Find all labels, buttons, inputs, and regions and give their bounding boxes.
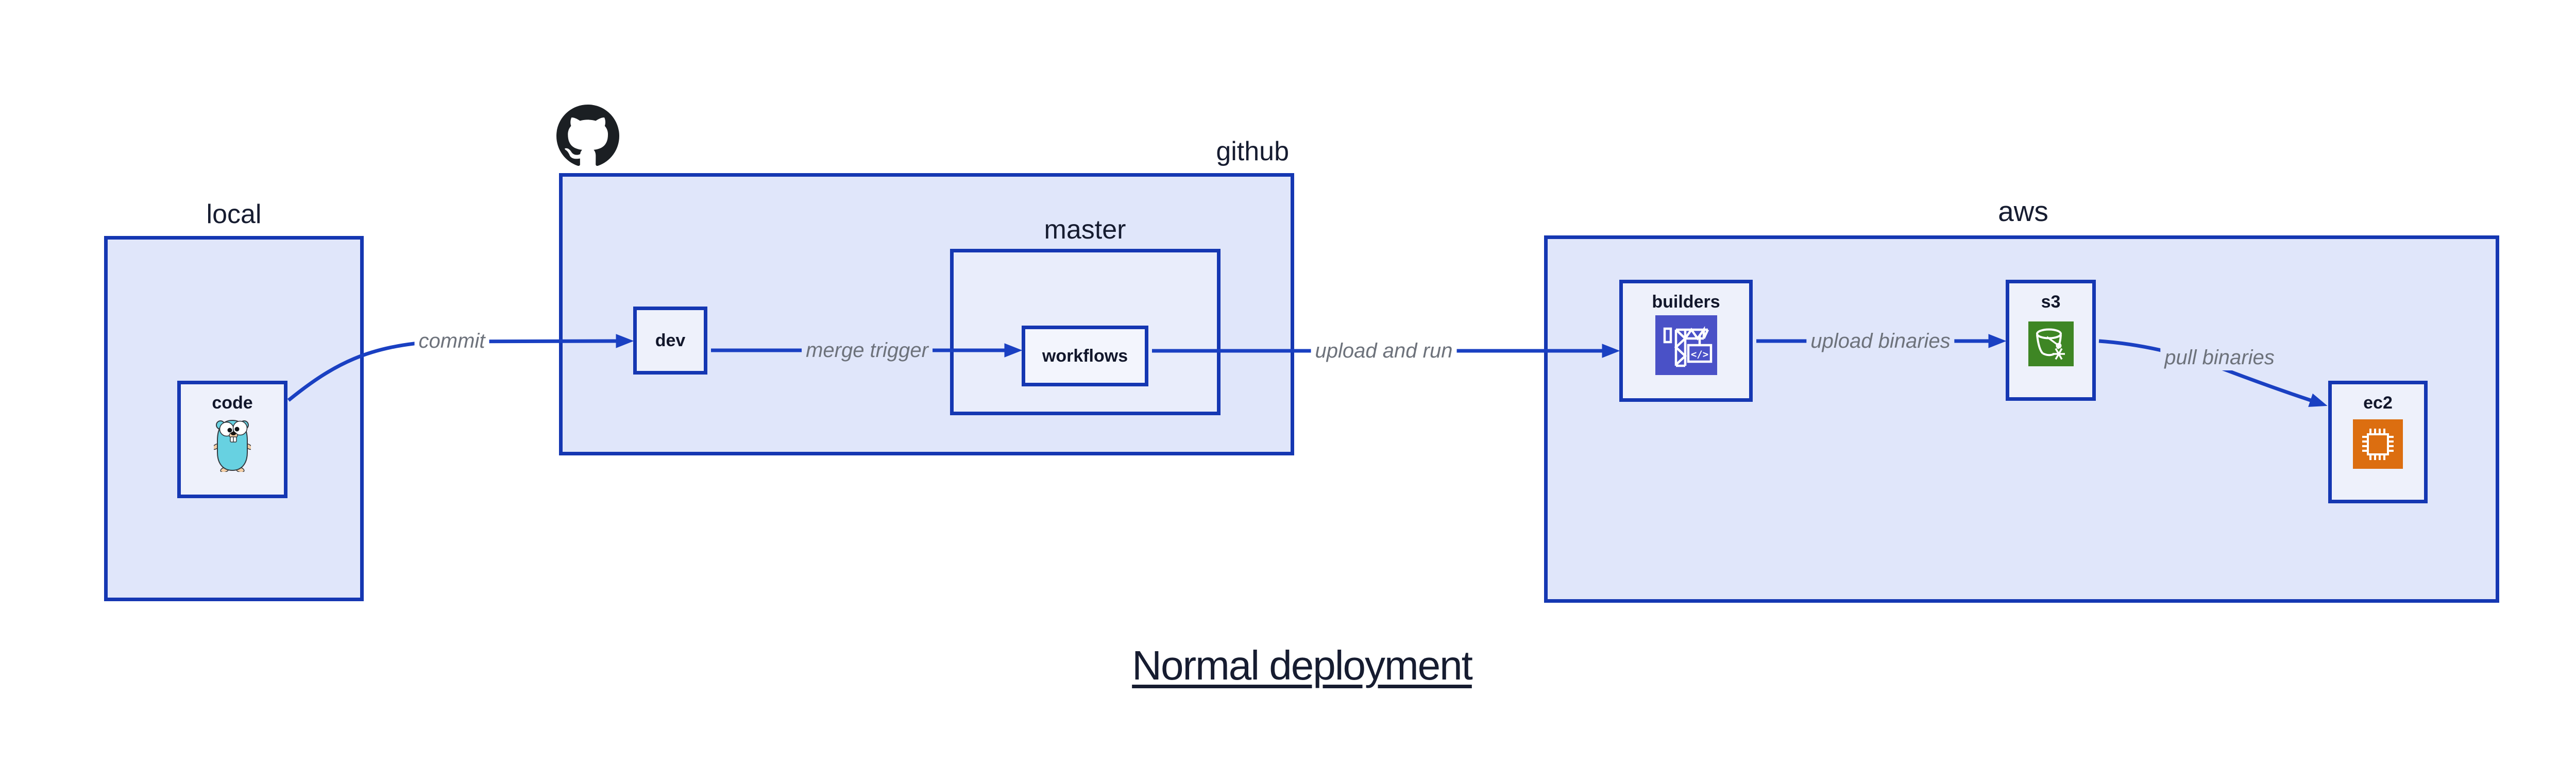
github-logo-icon	[556, 105, 619, 166]
group-aws-label: aws	[1998, 195, 2048, 227]
go-gopher-icon	[214, 419, 251, 472]
codebuild-glyph: </>	[1690, 349, 1708, 360]
node-workflows-label: workflows	[1042, 346, 1128, 366]
edge-label-pull-binaries: pull binaries	[2160, 345, 2279, 370]
node-builders-label: builders	[1652, 292, 1720, 312]
group-master-label: master	[1044, 215, 1126, 245]
node-ec2: ec2	[2328, 381, 2428, 503]
edge-label-upload-binaries: upload binaries	[1806, 328, 1955, 354]
node-workflows: workflows	[1022, 326, 1148, 386]
group-local-label: local	[206, 199, 262, 229]
group-github-label: github	[1216, 137, 1289, 166]
edge-label-upload-and-run: upload and run	[1311, 338, 1457, 364]
node-builders: builders </>	[1619, 280, 1753, 402]
aws-s3-glacier-bucket-icon	[2028, 321, 2074, 366]
node-code: code	[177, 381, 287, 498]
node-code-label: code	[212, 393, 253, 413]
node-dev: dev	[633, 307, 707, 375]
node-s3: s3	[2006, 280, 2096, 401]
edge-label-merge-trigger: merge trigger	[802, 337, 933, 363]
node-dev-label: dev	[655, 331, 686, 350]
aws-codebuild-crane-icon: </>	[1655, 315, 1717, 375]
aws-ec2-chip-icon	[2353, 419, 2403, 469]
node-ec2-label: ec2	[2363, 393, 2393, 413]
node-s3-label: s3	[2041, 292, 2061, 312]
edge-label-commit: commit	[414, 328, 489, 354]
diagram-title: Normal deployment	[1132, 642, 1473, 688]
